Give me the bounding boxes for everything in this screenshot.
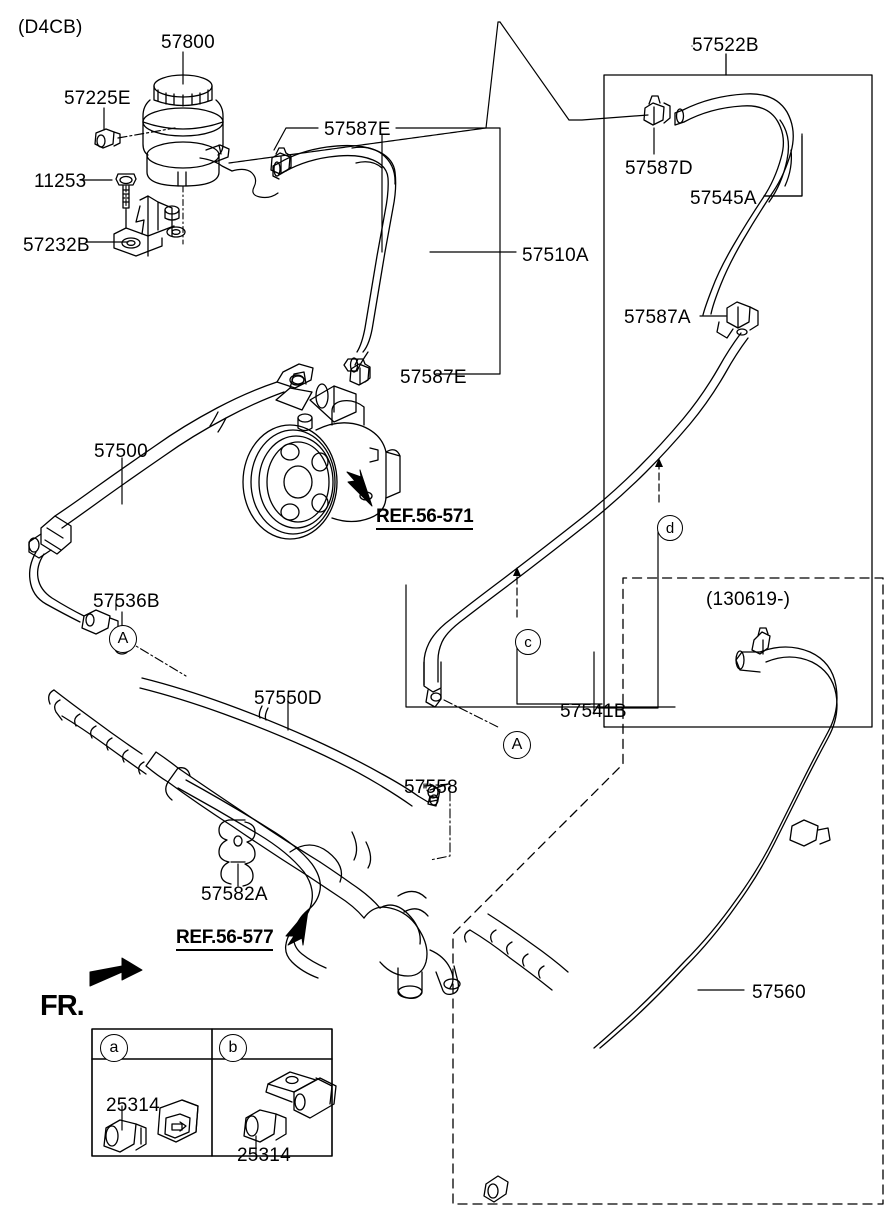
leader-d-frame [598,530,658,708]
label-57560: 57560 [752,982,806,1003]
label-57232B: 57232B [23,235,90,256]
leader-c-frame [517,644,602,704]
label-57510A: 57510A [522,245,589,266]
ref-arrow-56-571 [347,470,372,506]
label-variant-d4cb: (D4CB) [18,17,83,38]
label-57541B: 57541B [560,701,627,722]
leader-57558-dashdot [424,784,450,860]
callout-marker-d: d [657,515,683,541]
hose-stub-reservoir [232,169,278,197]
part-57232B-bracket [114,196,185,256]
label-57522B: 57522B [692,35,759,56]
label-57800: 57800 [161,32,215,53]
label-ref-56-577: REF.56-577 [176,927,274,951]
part-57550D-branch [178,780,326,978]
part-57225E-plug [95,129,120,148]
leader-box-to-57587D [500,22,648,120]
part-57587A-clamp [727,302,758,335]
part-57560-pipe [484,628,837,1202]
callout-marker-a-right: A [503,731,531,759]
label-ref-56-571: REF.56-571 [376,506,474,530]
legend-b-parts [244,1072,336,1142]
leader-57225E [118,128,175,138]
leader-57545A [764,134,802,196]
label-57536B: 57536B [93,591,160,612]
leader-A-right [444,700,500,728]
label-11253: 11253 [34,171,87,192]
steering-gear-assembly [49,690,568,998]
label-57550D: 57550D [254,688,322,709]
callout-marker-c: c [515,629,541,655]
label-57587E-lower: 57587E [400,367,467,388]
label-57558: 57558 [404,777,458,798]
label-57545A: 57545A [690,188,757,209]
label-57582A: 57582A [201,884,268,905]
label-57587D: 57587D [625,158,693,179]
part-57558-plug [428,795,438,806]
fr-direction-arrow [90,958,142,986]
label-57500: 57500 [94,441,148,462]
leader-A-left [126,640,186,676]
label-57587A: 57587A [624,307,691,328]
part-57582A-clamp [219,820,255,886]
legend-a-parts [104,1100,198,1152]
label-fr-orientation: FR. [40,990,85,1022]
legend-table-frame [92,1029,332,1156]
label-57225E: 57225E [64,88,131,109]
label-25314-a: 25314 [106,1095,160,1116]
label-variant-130619: (130619-) [706,589,791,610]
part-57587D-clamp [644,96,670,125]
callout-marker-legend-b: b [219,1034,247,1062]
part-57587E-clamp-lower [350,359,370,385]
reservoir-57800 [143,75,232,186]
label-25314-b: 25314 [237,1145,291,1166]
callout-marker-legend-a: a [100,1034,128,1062]
frame-57541B-left [406,585,675,707]
callout-marker-a-left: A [109,625,137,653]
ref-arrow-56-577 [286,910,308,945]
label-57587E-upper: 57587E [324,119,391,140]
leader-57800-to-box [229,22,500,163]
part-57510A-hose [273,146,396,372]
part-57545A-hose [675,94,793,338]
variant-box-130619 [453,578,883,1204]
